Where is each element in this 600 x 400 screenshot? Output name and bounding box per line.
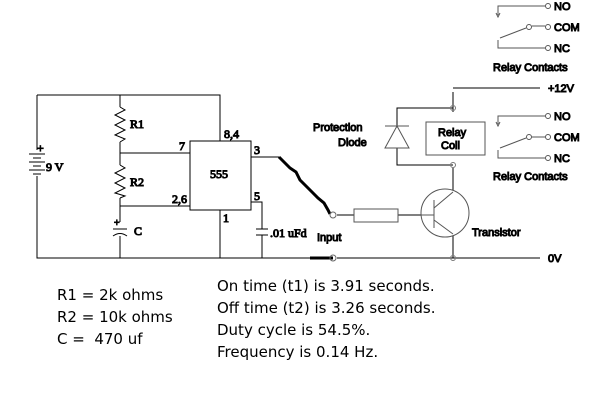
r1-value: R1 = 2k ohms (57, 286, 164, 304)
chip-label: 555 (210, 167, 228, 181)
r2-label: R2 (130, 175, 144, 189)
top-relay-label: Relay Contacts (493, 62, 568, 74)
pin-26: 2,6 (172, 192, 187, 206)
pin-1: 1 (223, 211, 229, 225)
mid-no: NO (554, 111, 571, 123)
r2-value: R2 = 10k ohms (57, 308, 173, 326)
coil-label-2: Coil (441, 140, 460, 152)
v12-label: +12V (548, 83, 575, 95)
input-terminal (329, 211, 337, 219)
pin-5: 5 (254, 189, 260, 203)
top-nc: NC (554, 43, 570, 55)
mid-com: COM (554, 132, 580, 144)
top-no: NO (554, 1, 571, 13)
battery-plus: + (37, 141, 44, 155)
r1-label: R1 (130, 117, 144, 131)
node (450, 162, 456, 168)
small-cap-label: .01 uFd (270, 226, 307, 240)
off-time: Off time (t2) is 3.26 seconds. (217, 299, 436, 317)
base-resistor-icon (353, 208, 399, 223)
mid-relay-label: Relay Contacts (493, 171, 568, 183)
r1-resistor-icon (113, 106, 127, 143)
pin-3: 3 (254, 143, 260, 157)
duty-cycle: Duty cycle is 54.5%. (217, 321, 371, 339)
top-com: COM (554, 22, 580, 34)
transistor-label: Transistor (472, 227, 521, 239)
small-capacitor-icon (256, 228, 268, 236)
transistor-icon (420, 188, 470, 238)
on-time: On time (t1) is 3.91 seconds. (217, 277, 435, 295)
pin-7: 7 (179, 139, 185, 153)
capacitor-icon (112, 228, 128, 237)
node (450, 105, 456, 111)
protection-diode-icon (384, 124, 410, 149)
frequency: Frequency is 0.14 Hz. (217, 343, 379, 361)
input-jumper-wire (277, 155, 332, 215)
relay-contacts-top-icon (495, 3, 551, 51)
diode-label-1: Protection (313, 122, 363, 134)
coil-label-1: Relay (438, 127, 467, 139)
v0-label: 0V (548, 253, 562, 265)
cap-label: C (134, 224, 142, 238)
r2-resistor-icon (113, 164, 127, 199)
pin-84: 8,4 (224, 127, 239, 141)
wires (36, 87, 540, 260)
c-value: C = 470 uf (57, 330, 143, 348)
relay-coil (425, 121, 486, 156)
input-label: Input (317, 232, 341, 244)
mid-nc: NC (554, 153, 570, 165)
relay-contacts-mid-icon (495, 113, 551, 161)
ground-terminal (329, 254, 337, 262)
diode-label-2: Diode (338, 137, 367, 149)
node (450, 255, 456, 261)
battery-label: 9 V (46, 160, 64, 174)
cap-plus: + (114, 218, 120, 229)
555-chip (189, 140, 252, 211)
battery-icon (29, 153, 45, 175)
